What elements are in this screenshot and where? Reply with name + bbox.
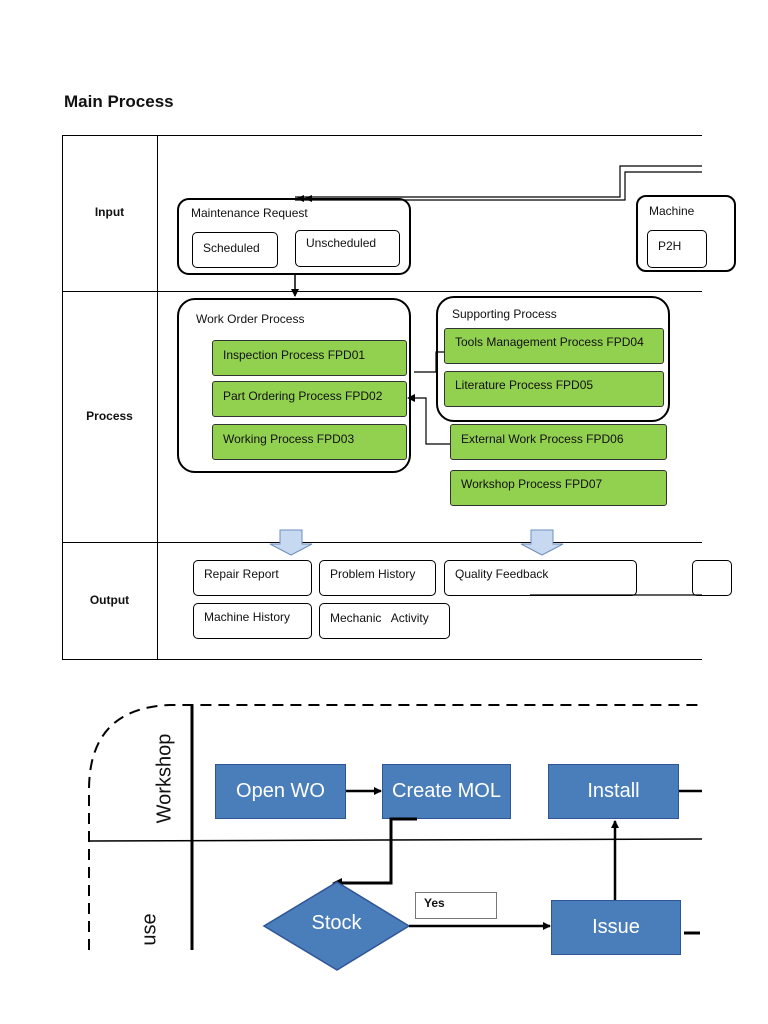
external-work-process-box: External Work Process FPD06: [450, 424, 667, 460]
repair-report-box: Repair Report: [193, 560, 312, 596]
tools-management-process-box: Tools Management Process FPD04: [444, 328, 664, 364]
problem-history-box: Problem History: [319, 560, 436, 596]
stock-label: Stock: [311, 912, 362, 934]
machine-history-box: Machine History: [193, 603, 312, 639]
page-title: Main Process: [64, 92, 174, 111]
working-process-box: Working Process FPD03: [212, 424, 407, 460]
lane-label-warehouse: use: [138, 913, 161, 946]
work-order-title: Work Order Process: [196, 312, 305, 326]
input-feed-line: [295, 165, 702, 202]
output-arrow-left: [269, 529, 313, 556]
inspection-process-box: Inspection Process FPD01: [212, 340, 407, 376]
row-label-output: Output: [89, 593, 130, 607]
row-label-process: Process: [86, 409, 133, 423]
lane-divider: [88, 838, 703, 842]
install-box: Install: [548, 764, 679, 819]
part-ordering-process-box: Part Ordering Process FPD02: [212, 381, 407, 417]
output-box-partial: [692, 560, 732, 596]
support-to-part-ordering-connector: [407, 351, 450, 445]
row-divider-process: [62, 542, 702, 543]
process-table: [62, 135, 702, 660]
lane-label-workshop: Workshop: [153, 733, 176, 824]
create-mol-box: Create MOL: [382, 764, 511, 819]
unscheduled-box: Unscheduled: [295, 230, 400, 267]
machine-title: Machine: [649, 204, 695, 218]
workshop-process-box: Workshop Process FPD07: [450, 470, 667, 506]
p2h-box: P2H: [647, 230, 707, 268]
createmol-to-stock-arrow: [340, 817, 417, 885]
supporting-process-title: Supporting Process: [452, 307, 557, 321]
stock-decision-diamond: [262, 881, 411, 971]
open-wo-box: Open WO: [215, 764, 346, 819]
issue-box: Issue: [551, 900, 681, 955]
maintenance-request-title: Maintenance Request: [191, 206, 308, 220]
swimlane-dashed-frame: [88, 704, 702, 950]
output-arrow-right: [520, 529, 564, 556]
scheduled-box: Scheduled: [192, 232, 278, 268]
table-column-divider: [157, 135, 158, 660]
row-label-input: Input: [94, 205, 125, 219]
yes-label: Yes: [415, 892, 497, 919]
mechanic-activity-box: Mechanic Activity: [319, 603, 450, 639]
row-divider-input: [62, 291, 702, 292]
literature-process-box: Literature Process FPD05: [444, 371, 664, 407]
